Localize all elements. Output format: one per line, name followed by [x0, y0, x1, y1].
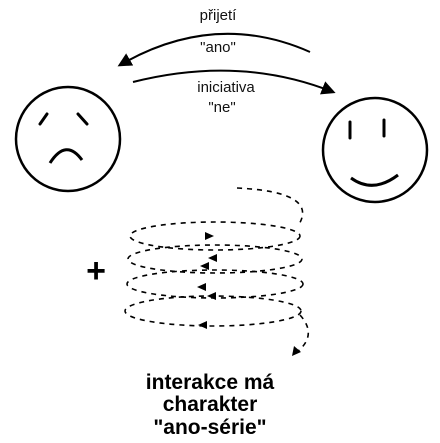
spiral-arrow-6 [198, 321, 207, 329]
spiral-arrowheads [197, 232, 301, 356]
caption-line2: charakter [163, 393, 258, 416]
spiral-arrow-2 [208, 254, 217, 262]
arrow-top-label-line2: "ano" [200, 39, 236, 56]
spiral-arrow-3 [200, 262, 209, 270]
caption-line1: interakce má [146, 371, 275, 394]
spiral-arrow-end [292, 346, 301, 356]
caption-line3: "ano-série" [153, 416, 266, 439]
spiral-arrow-5 [207, 292, 216, 300]
spiral-arrow-1 [205, 232, 214, 240]
arrow-bottom-label-line1: iniciativa [197, 79, 255, 96]
arrow-bottom [132, 69, 336, 95]
ano-series-spiral [124, 187, 310, 353]
smiling-face-icon [321, 96, 429, 204]
plus-sign: + [86, 252, 106, 290]
sad-face-icon [14, 85, 122, 193]
arrow-bottom-label-line2: "ne" [208, 99, 235, 116]
spiral-arrow-4 [197, 283, 206, 291]
arrow-top [117, 32, 311, 67]
arrow-top-label-line1: přijetí [200, 7, 238, 24]
